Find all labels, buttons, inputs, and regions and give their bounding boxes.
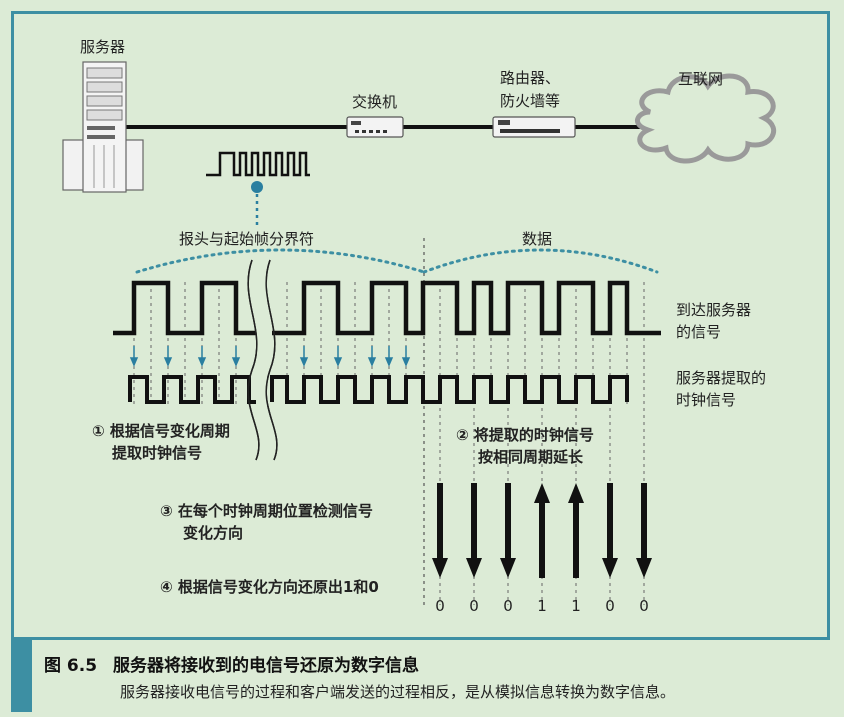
step4-text: ④ 根据信号变化方向还原出1和0: [160, 578, 379, 596]
signal-label-line1: 到达服务器: [676, 301, 751, 319]
switch-icon: [346, 116, 404, 138]
received-signal-wave: [113, 280, 661, 336]
step2-line2: 按相同周期延长: [478, 448, 584, 466]
bit-arrow-up: [534, 483, 550, 578]
switch-label: 交换机: [352, 93, 397, 111]
router-icon: [492, 116, 576, 138]
step3-line2: 变化方向: [183, 524, 243, 542]
server-label: 服务器: [80, 38, 125, 56]
server-icon: [62, 61, 144, 193]
bit-value: 0: [469, 597, 479, 615]
bit-value: 0: [605, 597, 615, 615]
step1-line2: 提取时钟信号: [112, 444, 202, 462]
break-gap: [257, 275, 267, 415]
data-arc: [422, 248, 659, 274]
internet-cloud-icon: [635, 73, 777, 164]
bit-arrow-up: [568, 483, 584, 578]
bit-arrow-down: [500, 483, 516, 578]
small-signal-wave: [206, 151, 310, 177]
caption-title-text: 服务器将接收到的电信号还原为数字信息: [113, 656, 420, 676]
signal-label-line2: 的信号: [676, 323, 721, 341]
internet-label: 互联网: [678, 70, 723, 88]
step3-line1: ③ 在每个时钟周期位置检测信号: [160, 502, 373, 520]
diagram-canvas: 服务器 交换机 路由器、 防火墙等 互联网 报头与起始帧分界符 数据: [62, 38, 777, 615]
bit-arrow-down: [466, 483, 482, 578]
signal-probe-dot: [251, 181, 263, 193]
bit-values: 0 0 0 1 1 0 0: [435, 597, 649, 615]
clock-signal-wave: [128, 375, 629, 404]
bit-value: 1: [571, 597, 581, 615]
detection-arrows: [129, 346, 411, 367]
step1-line1: ① 根据信号变化周期: [92, 422, 230, 440]
caption-text: 服务器接收电信号的过程和客户端发送的过程相反，是从模拟信息转换为数字信息。: [120, 683, 676, 701]
bit-arrow-down: [602, 483, 618, 578]
bit-value: 1: [537, 597, 547, 615]
bit-arrow-down: [432, 483, 448, 578]
clock-label-line2: 时钟信号: [676, 391, 736, 409]
router-label-line2: 防火墙等: [500, 92, 560, 110]
step2-line1: ② 将提取的时钟信号: [456, 426, 594, 444]
clock-guides: [133, 282, 645, 605]
data-label: 数据: [522, 230, 552, 248]
caption-number: 图 6.5: [44, 656, 98, 676]
bit-value: 0: [639, 597, 649, 615]
clock-label-line1: 服务器提取的: [676, 369, 766, 387]
bit-value: 0: [435, 597, 445, 615]
caption-accent-bar: [11, 640, 32, 712]
break-line-left-stroke: [247, 259, 260, 461]
bit-arrow-down: [636, 483, 652, 578]
router-label-line1: 路由器、: [500, 69, 560, 87]
preamble-arc: [135, 248, 426, 274]
bit-direction-arrows: [432, 483, 652, 578]
caption-title: 图 6.5 服务器将接收到的电信号还原为数字信息: [44, 651, 419, 676]
preamble-label: 报头与起始帧分界符: [179, 230, 314, 248]
bit-value: 0: [503, 597, 513, 615]
break-line-right-stroke: [265, 259, 278, 461]
